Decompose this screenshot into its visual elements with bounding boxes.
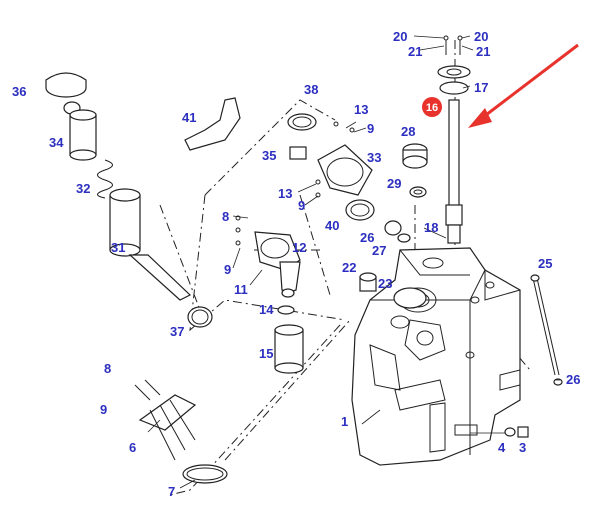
callout-labels: 20 20 21 21 17 36 38 13 41 9 28 34 35 33… — [12, 29, 580, 499]
callout-20-left: 20 — [393, 29, 407, 44]
callout-4: 4 — [498, 440, 506, 455]
callout-40: 40 — [325, 218, 339, 233]
drain-plug — [504, 426, 529, 438]
hydraulic-tank-housing — [351, 247, 521, 466]
standpipe-assembly — [437, 35, 471, 244]
callout-9-top: 9 — [367, 121, 374, 136]
callout-20-right: 20 — [474, 29, 488, 44]
callout-15: 15 — [259, 346, 273, 361]
suction-pipe-assembly — [134, 379, 228, 484]
callout-17: 17 — [474, 80, 488, 95]
callout-16-label: 16 — [426, 102, 438, 114]
callout-32: 37 — [170, 324, 184, 339]
callout-21-right: 21 — [476, 44, 490, 59]
callout-9-mid: 9 — [298, 198, 305, 213]
callout-9-left: 9 — [224, 262, 231, 277]
callout-7: 7 — [168, 484, 175, 499]
callout-8-lower: 8 — [104, 361, 111, 376]
callout-27: 27 — [372, 243, 386, 258]
leader-lines — [147, 35, 560, 489]
callout-13-top: 13 — [354, 102, 368, 117]
callout-14: 14 — [259, 302, 274, 317]
callout-6: 6 — [129, 440, 136, 455]
callout-13-mid: 13 — [278, 186, 292, 201]
callout-38: 38 — [304, 82, 318, 97]
callout-18: 18 — [424, 220, 438, 235]
red-pointer-arrow — [468, 43, 579, 128]
callout-29: 29 — [387, 176, 401, 191]
callout-31: 31 — [111, 240, 125, 255]
callout-25: 26 — [566, 372, 580, 387]
callout-24: 25 — [538, 256, 552, 271]
callout-9-lower: 9 — [100, 402, 107, 417]
return-filter-assembly — [235, 215, 304, 374]
callout-23: 23 — [378, 276, 392, 291]
callout-36: 35 — [262, 148, 276, 163]
dipstick — [530, 274, 563, 386]
callout-35: 33 — [367, 150, 381, 165]
callout-37: 36 — [12, 84, 26, 99]
callout-1: 1 — [341, 414, 348, 429]
callout-12: 12 — [292, 240, 306, 255]
callout-3: 3 — [519, 440, 526, 455]
callout-22: 22 — [342, 260, 356, 275]
callout-34: 34 — [49, 135, 64, 150]
highlighted-callout-16[interactable]: 16 — [422, 97, 442, 117]
callout-8-upper: 8 — [222, 209, 229, 224]
filler-assembly — [45, 72, 213, 328]
ports-and-seals — [359, 143, 428, 309]
callout-33: 32 — [76, 181, 90, 196]
callout-26: 26 — [360, 230, 374, 245]
callout-21-left: 21 — [408, 44, 422, 59]
callout-41: 41 — [182, 110, 196, 125]
breather-assembly — [184, 97, 375, 221]
callout-28: 28 — [401, 124, 415, 139]
callout-11: 11 — [234, 282, 248, 297]
